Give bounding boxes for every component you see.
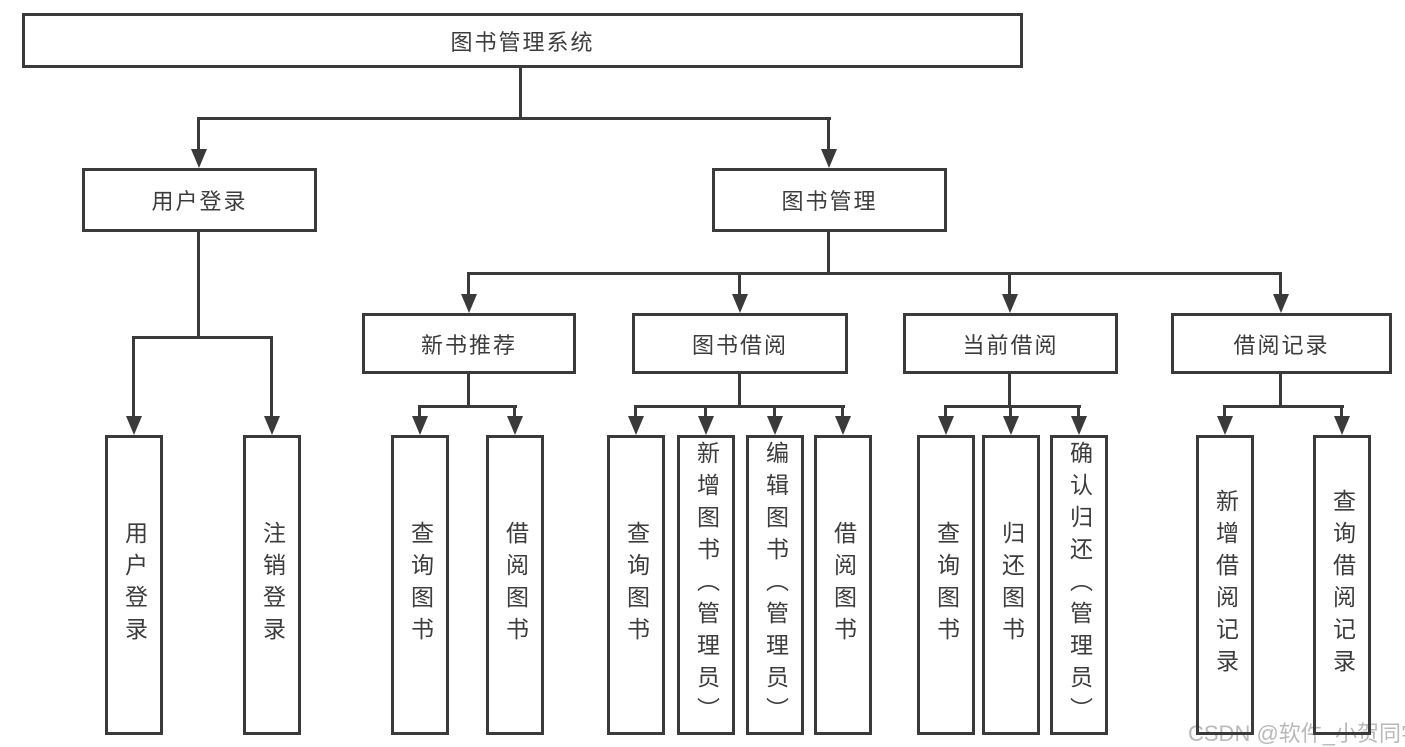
edge-book-borrowing-stub xyxy=(738,374,741,405)
leaf-add-books-admin: 新增图书（管理员） xyxy=(677,435,735,735)
arrow-to-query-books-1 xyxy=(411,405,428,435)
arrow-to-leaf-logout xyxy=(263,336,280,435)
arrow-to-return-books xyxy=(1002,405,1019,435)
arrow-to-edit-books xyxy=(766,405,783,435)
node-user-login: 用户登录 xyxy=(82,168,317,232)
node-new-book-recommend-label: 新书推荐 xyxy=(420,332,517,358)
arrow-to-borrow-books-1 xyxy=(506,405,523,435)
node-borrowing-records-label: 借阅记录 xyxy=(1233,332,1330,358)
leaf-query-books-1-label: 查询图书 xyxy=(407,521,434,649)
edge-book-borrowing-rail xyxy=(634,405,845,408)
node-book-borrowing-label: 图书借阅 xyxy=(691,332,788,358)
leaf-query-borrow-record: 查询借阅记录 xyxy=(1313,435,1371,735)
edge-borrowing-records-rail xyxy=(1223,405,1344,408)
node-book-management-label: 图书管理 xyxy=(781,189,878,214)
edge-root-stub xyxy=(519,68,522,117)
leaf-return-books: 归还图书 xyxy=(982,435,1040,735)
edge-current-borrowing-rail xyxy=(944,405,1081,408)
leaf-edit-books-admin: 编辑图书（管理员） xyxy=(746,435,804,735)
arrow-to-query-borrow-record xyxy=(1333,405,1350,435)
leaf-edit-books-admin-label: 编辑图书（管理员） xyxy=(762,441,789,729)
node-library-system: 图书管理系统 xyxy=(22,13,1023,68)
leaf-user-login-label: 用户登录 xyxy=(121,521,148,649)
node-library-system-label: 图书管理系统 xyxy=(450,29,595,55)
arrow-to-book-borrowing xyxy=(731,272,748,313)
edge-user-login-rail xyxy=(132,336,273,339)
node-book-borrowing: 图书借阅 xyxy=(632,313,848,374)
leaf-confirm-return-admin: 确认归还（管理员） xyxy=(1050,435,1108,735)
edge-new-book-recommend-rail xyxy=(418,405,517,408)
node-user-login-label: 用户登录 xyxy=(151,189,248,214)
node-current-borrowing-label: 当前借阅 xyxy=(962,332,1059,358)
leaf-query-books-3-label: 查询图书 xyxy=(933,521,960,649)
arrow-to-borrowing-records xyxy=(1272,272,1289,313)
edge-book-management-stub xyxy=(827,232,830,272)
leaf-query-books-3: 查询图书 xyxy=(917,435,975,735)
arrow-to-leaf-user-login xyxy=(125,336,142,435)
node-current-borrowing: 当前借阅 xyxy=(903,313,1118,374)
leaf-borrow-books-2: 借阅图书 xyxy=(814,435,872,735)
leaf-query-books-1: 查询图书 xyxy=(391,435,449,735)
arrow-to-current-borrowing xyxy=(1001,272,1018,313)
node-borrowing-records: 借阅记录 xyxy=(1171,313,1392,374)
arrow-to-user-login xyxy=(190,117,207,168)
arrow-to-add-books xyxy=(697,405,714,435)
arrow-to-confirm-return xyxy=(1070,405,1087,435)
edge-new-book-recommend-stub xyxy=(467,374,470,405)
edge-current-borrowing-stub xyxy=(1008,374,1011,405)
leaf-add-borrow-record: 新增借阅记录 xyxy=(1196,435,1254,735)
leaf-query-books-2-label: 查询图书 xyxy=(623,521,650,649)
leaf-logout: 注销登录 xyxy=(243,435,301,735)
arrow-to-borrow-books-2 xyxy=(834,405,851,435)
edge-book-management-rail xyxy=(467,272,1282,275)
edge-borrowing-records-stub xyxy=(1279,374,1282,405)
leaf-borrow-books-2-label: 借阅图书 xyxy=(830,521,857,649)
arrow-to-query-books-2 xyxy=(627,405,644,435)
leaf-add-borrow-record-label: 新增借阅记录 xyxy=(1212,489,1239,681)
edge-user-login-stub xyxy=(197,232,200,336)
leaf-borrow-books-1: 借阅图书 xyxy=(486,435,544,735)
leaf-user-login: 用户登录 xyxy=(105,435,163,735)
arrow-to-new-book-recommend xyxy=(460,272,477,313)
leaf-add-books-admin-label: 新增图书（管理员） xyxy=(693,441,720,729)
node-new-book-recommend: 新书推荐 xyxy=(362,313,576,374)
arrow-to-add-borrow-record xyxy=(1216,405,1233,435)
leaf-logout-label: 注销登录 xyxy=(259,521,286,649)
arrow-to-book-management xyxy=(820,117,837,168)
arrow-to-query-books-3 xyxy=(937,405,954,435)
leaf-query-books-2: 查询图书 xyxy=(607,435,665,735)
leaf-return-books-label: 归还图书 xyxy=(998,521,1025,649)
leaf-query-borrow-record-label: 查询借阅记录 xyxy=(1329,489,1356,681)
leaf-borrow-books-1-label: 借阅图书 xyxy=(502,521,529,649)
leaf-confirm-return-admin-label: 确认归还（管理员） xyxy=(1066,441,1093,729)
edge-root-rail xyxy=(197,117,831,120)
node-book-management: 图书管理 xyxy=(712,168,947,232)
